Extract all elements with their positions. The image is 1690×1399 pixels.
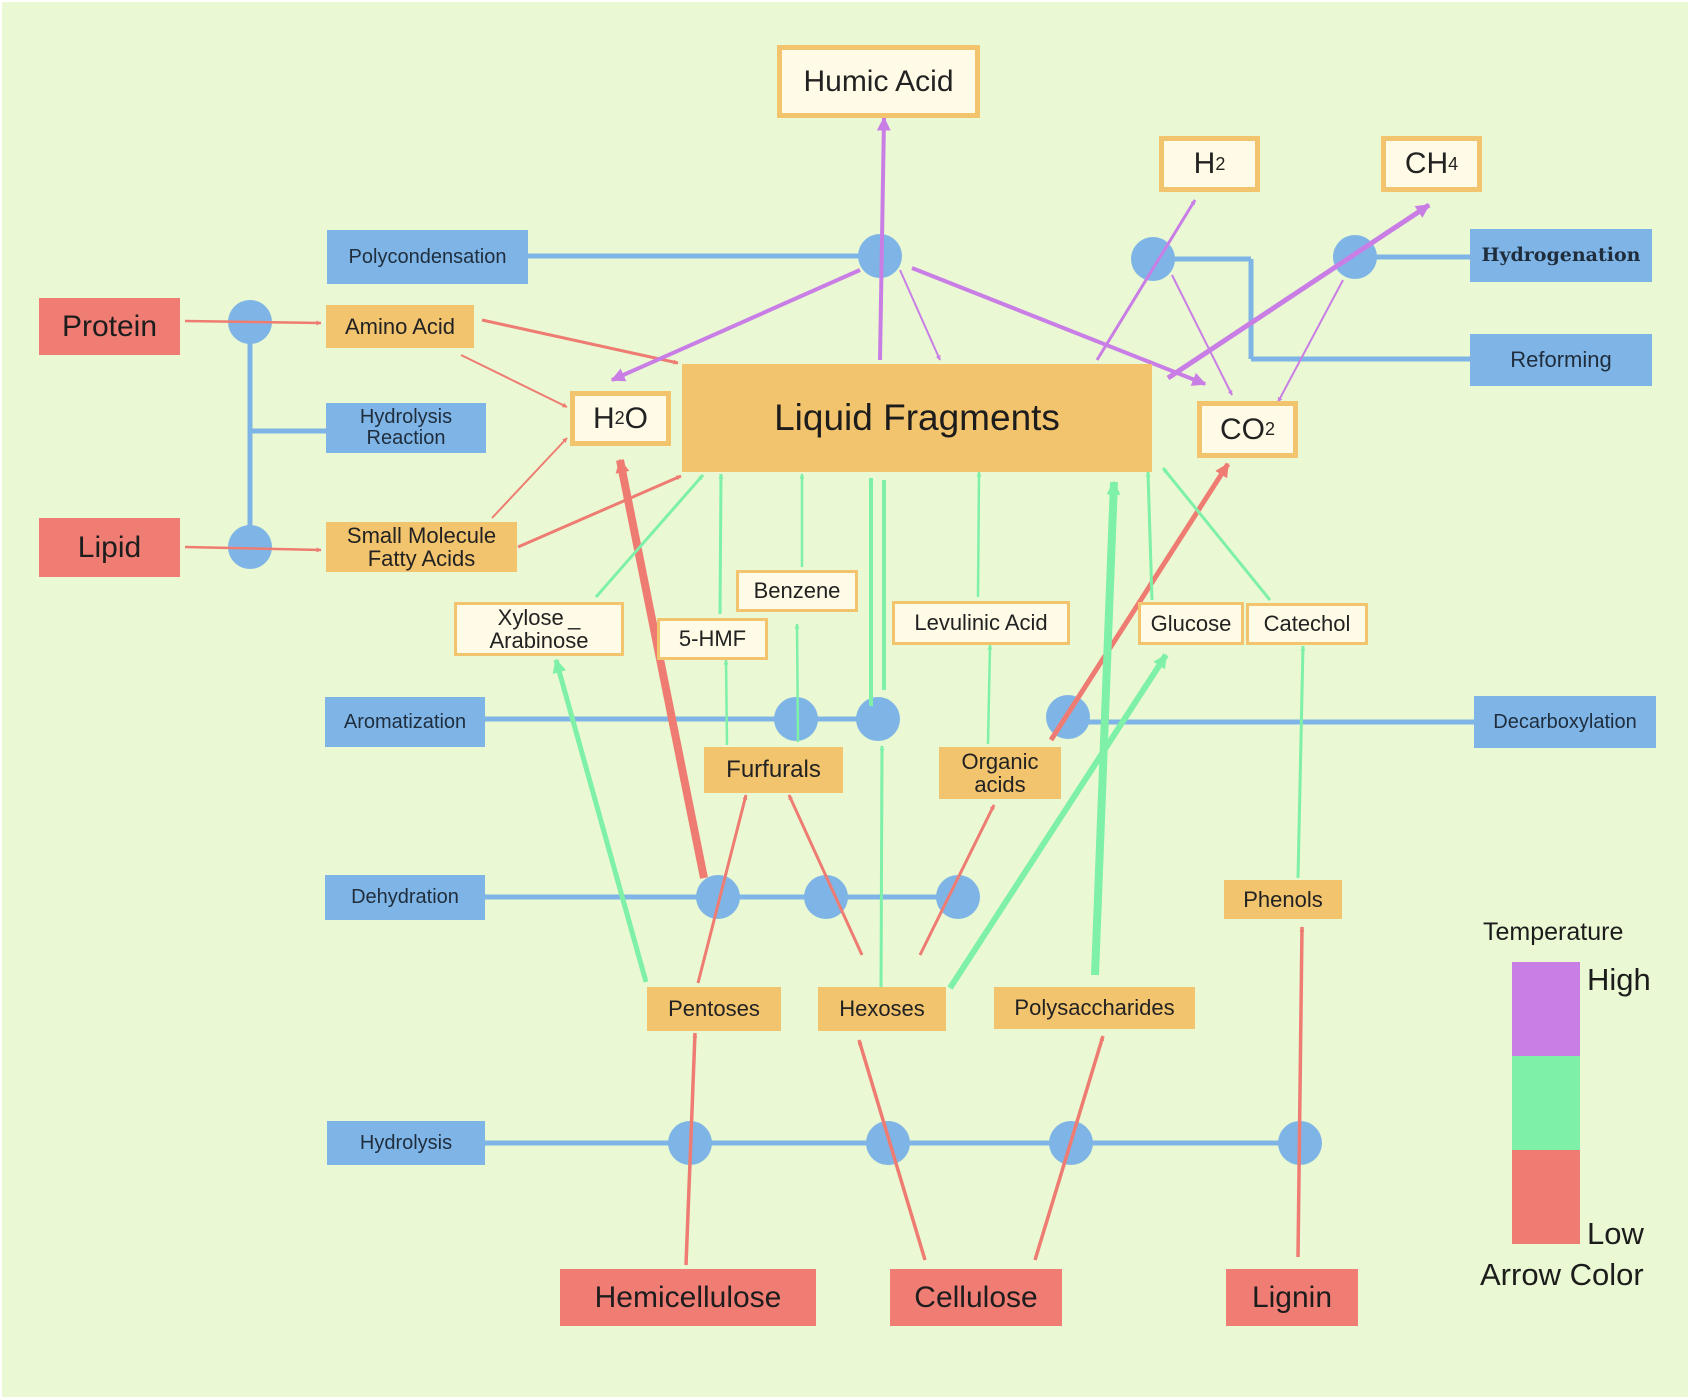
h2-base: H [1193,147,1216,181]
small-molecule-line1: Small Molecule [346,522,497,548]
co2-subscript: 2 [1264,419,1275,440]
small-molecule-fatty-acids-node: Small Molecule Fatty Acids [326,522,517,572]
arrows-mid [552,467,1306,991]
furfurals-node: Furfurals [704,747,843,793]
h2o-base1: H [592,401,615,435]
polysaccharides-node: Polysaccharides [994,987,1195,1029]
arrows-low [184,318,1305,1266]
legend-swatch-low [1512,1150,1580,1244]
catechol-node: Catechol [1246,603,1368,645]
process-lines [247,253,1474,1146]
hydrolysis-label: Hydrolysis [327,1121,485,1165]
h2-subscript: 2 [1215,153,1226,174]
decarboxylation-label: Decarboxylation [1474,696,1656,748]
hmf-node: 5-HMF [657,618,768,660]
arrows-high [610,116,1431,403]
legend-high-label: High [1587,962,1651,997]
aromatization-label: Aromatization [325,697,485,747]
levulinic-acid-node: Levulinic Acid [892,601,1070,645]
h2o-base2: O [624,401,649,435]
legend-caption: Arrow Color [1480,1257,1644,1292]
hydrolysis-reaction-label: Hydrolysis Reaction [326,403,486,453]
xylose-arabinose-node: Xylose _ Arabinose [454,602,624,656]
cellulose-node: Cellulose [890,1269,1062,1326]
organic-acids-line1: Organic [961,748,1039,774]
legend-low-label: Low [1587,1216,1644,1251]
amino-acid-node: Amino Acid [326,305,474,348]
ch4-base: CH [1404,147,1449,181]
legend-swatch-mid [1512,1056,1580,1150]
pentoses-node: Pentoses [647,987,781,1031]
lipid-node: Lipid [39,518,180,577]
hexoses-node: Hexoses [818,987,946,1031]
glucose-node: Glucose [1138,602,1244,645]
polycondensation-label: Polycondensation [327,230,528,284]
organic-acids-node: Organic acids [939,747,1061,799]
protein-node: Protein [39,298,180,355]
organic-acids-line2: acids [974,772,1026,797]
ch4-subscript: 4 [1448,153,1459,174]
hemicellulose-node: Hemicellulose [560,1269,816,1326]
h2o-subscript: 2 [614,408,625,429]
hydrolysis-reaction-line2: Reaction [366,427,446,449]
phenols-node: Phenols [1224,880,1342,919]
legend-swatch-high [1512,962,1580,1056]
small-molecule-line2: Fatty Acids [367,546,476,571]
hydrogenation-label: Hydrogenation [1470,229,1652,282]
humic-acid-node: Humic Acid [777,45,980,118]
co2-base: CO [1219,412,1265,446]
dehydration-label: Dehydration [325,875,485,920]
reforming-label: Reforming [1470,334,1652,386]
lignin-node: Lignin [1226,1269,1358,1326]
benzene-node: Benzene [736,570,858,612]
legend-title: Temperature [1483,918,1624,946]
liquid-fragments-node: Liquid Fragments [682,364,1152,472]
xylose-line2: Arabinose [489,628,589,653]
hydrolysis-reaction-line1: Hydrolysis [359,406,453,428]
xylose-line1: Xylose _ [497,604,581,630]
